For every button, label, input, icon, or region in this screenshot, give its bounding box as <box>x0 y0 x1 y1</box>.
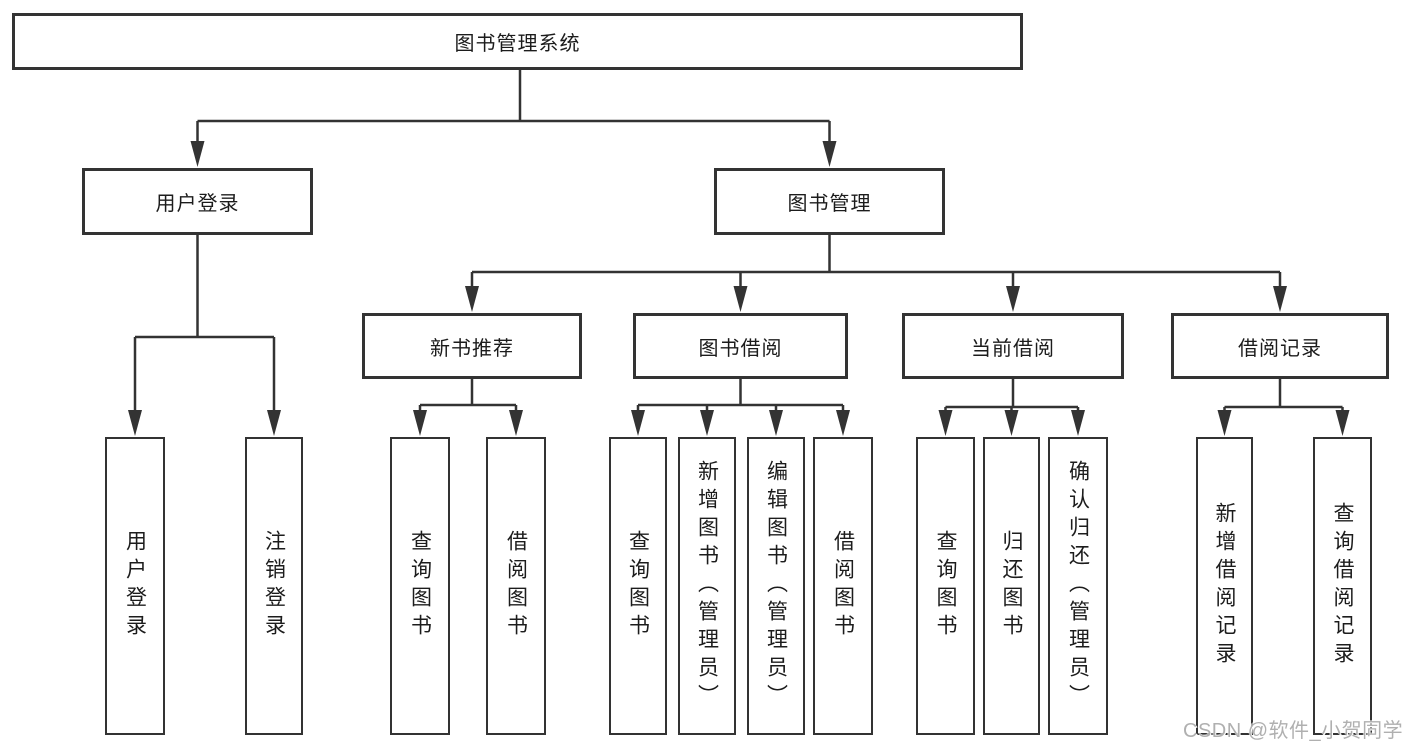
connector-records-to-leaves <box>1224 377 1343 409</box>
leaf-label: 注销登录 <box>262 530 286 642</box>
leaf-edit-books-admin: 编辑图书（管理员） <box>747 437 805 735</box>
leaf-label: 查询借阅记录 <box>1331 502 1354 670</box>
leaf-borrow-books-recommend: 借阅图书 <box>486 437 546 735</box>
leaf-label: 用户登录 <box>123 530 147 642</box>
arrowhead-icon <box>190 141 205 167</box>
arrowhead-icon <box>1071 410 1085 436</box>
node-current-borrow: 当前借阅 <box>902 313 1124 379</box>
leaf-label: 编辑图书（管理员） <box>764 460 788 712</box>
arrowhead-icon <box>128 410 142 436</box>
leaf-label: 查询图书 <box>934 530 957 642</box>
leaf-query-books-borrow: 查询图书 <box>609 437 667 735</box>
arrowhead-icon <box>509 410 523 436</box>
connector-recommend-to-leaves <box>420 377 516 407</box>
arrowhead-icon <box>700 410 714 436</box>
leaf-logout-login: 注销登录 <box>245 437 303 735</box>
leaf-label: 查询图书 <box>408 530 432 642</box>
leaf-label: 确认归还（管理员） <box>1066 460 1090 712</box>
arrowhead-icon <box>938 410 953 436</box>
connector-borrow-to-leaves <box>638 377 843 407</box>
node-root-system: 图书管理系统 <box>12 13 1023 70</box>
arrowhead-icon <box>1335 410 1350 436</box>
arrowhead-icon <box>1004 410 1019 436</box>
connector-userlogin-to-leaves <box>135 233 274 339</box>
leaf-query-books-current: 查询图书 <box>916 437 975 735</box>
leaf-label: 新增图书（管理员） <box>695 460 719 712</box>
arrowhead-icon <box>733 286 748 312</box>
leaf-confirm-return-admin: 确认归还（管理员） <box>1048 437 1108 735</box>
arrowhead-icon <box>822 141 837 167</box>
arrowhead-icon <box>1273 286 1287 312</box>
leaf-add-books-admin: 新增图书（管理员） <box>678 437 736 735</box>
arrowhead-icon <box>836 410 850 436</box>
arrowhead-icon <box>769 410 783 436</box>
leaf-user-login: 用户登录 <box>105 437 165 735</box>
csdn-watermark: CSDN @软件_小贺同学 <box>1183 720 1404 742</box>
node-new-book-recommend: 新书推荐 <box>362 313 582 379</box>
arrowhead-icon <box>267 410 281 436</box>
leaf-label: 借阅图书 <box>831 530 855 642</box>
connector-current-to-leaves <box>945 377 1078 409</box>
arrowhead-icon <box>465 286 479 312</box>
leaf-label: 新增借阅记录 <box>1213 502 1236 670</box>
leaf-return-books: 归还图书 <box>983 437 1040 735</box>
node-book-management: 图书管理 <box>714 168 945 235</box>
leaf-add-borrow-record: 新增借阅记录 <box>1196 437 1253 735</box>
node-borrow-records: 借阅记录 <box>1171 313 1389 379</box>
connector-bookmgmt-to-level3 <box>472 233 1280 274</box>
leaf-label: 借阅图书 <box>504 530 528 642</box>
connector-root-to-level2 <box>197 67 830 123</box>
arrowhead-icon <box>1217 410 1232 436</box>
node-book-borrow: 图书借阅 <box>633 313 848 379</box>
leaf-label: 归还图书 <box>1000 530 1023 642</box>
leaf-borrow-books: 借阅图书 <box>813 437 873 735</box>
arrowhead-icon <box>631 410 645 436</box>
node-user-login: 用户登录 <box>82 168 313 235</box>
arrowhead-icon <box>413 410 427 436</box>
leaf-query-books-recommend: 查询图书 <box>390 437 450 735</box>
leaf-label: 查询图书 <box>626 530 650 642</box>
leaf-query-borrow-record: 查询借阅记录 <box>1313 437 1372 735</box>
arrowhead-icon <box>1006 286 1020 312</box>
